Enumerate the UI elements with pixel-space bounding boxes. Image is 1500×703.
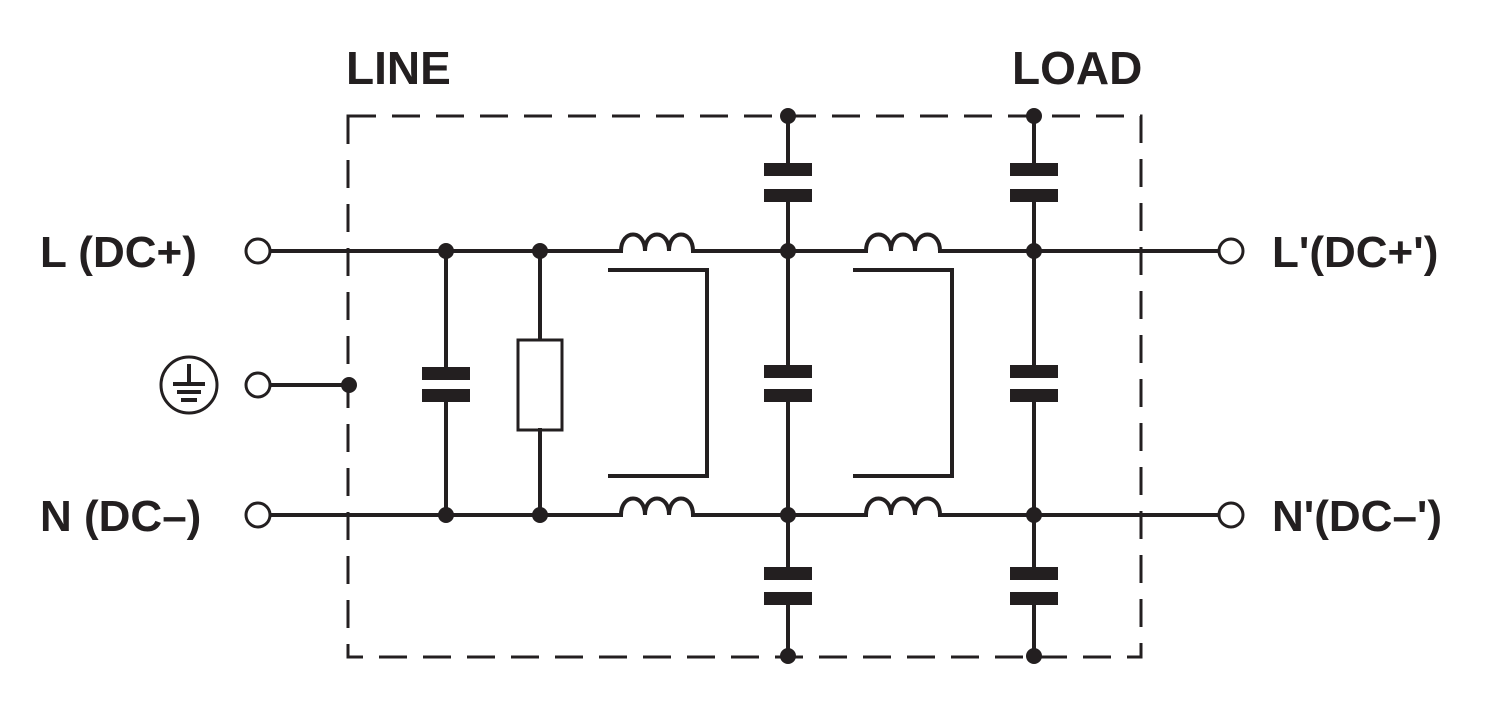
line-section-label: LINE	[346, 42, 451, 94]
earth-terminal	[244, 371, 272, 399]
load-section-label: LOAD	[1012, 42, 1142, 94]
input-live-label: L (DC+)	[40, 228, 197, 277]
protective-earth-icon	[159, 355, 219, 415]
capacitor-stack-1	[764, 108, 812, 664]
input-live-terminal	[244, 237, 272, 265]
common-mode-choke-1	[608, 232, 709, 518]
capacitor-stack-2	[1010, 108, 1058, 664]
output-neutral-label: N'(DC–')	[1272, 492, 1442, 541]
input-neutral-terminal	[244, 501, 272, 529]
output-live-terminal	[1217, 237, 1245, 265]
output-live-label: L'(DC+')	[1272, 228, 1438, 277]
earth-junction	[341, 377, 357, 393]
input-neutral-label: N (DC–)	[40, 492, 201, 541]
common-mode-choke-2	[853, 232, 954, 518]
x-capacitor	[422, 243, 470, 523]
discharge-resistor	[516, 243, 564, 523]
output-neutral-terminal	[1217, 501, 1245, 529]
